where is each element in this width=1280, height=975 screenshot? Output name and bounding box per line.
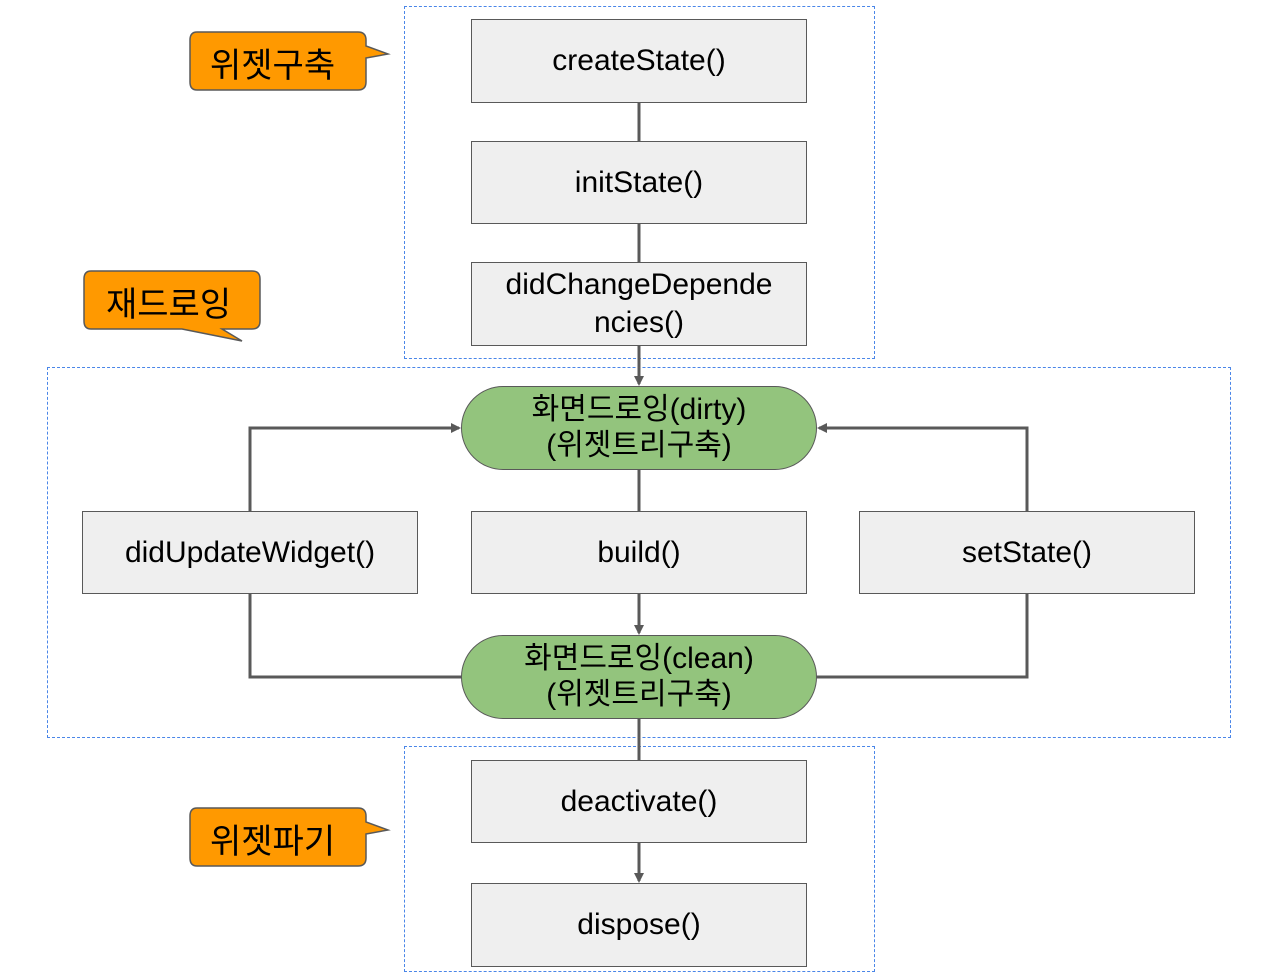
node-create-state: createState() (471, 19, 807, 103)
node-set-state-label: setState() (961, 535, 1093, 569)
callout-shape (189, 31, 391, 91)
node-build: build() (471, 511, 807, 594)
node-draw-dirty-label-line1: 화면드로잉(dirty) (531, 393, 747, 426)
node-deactivate: deactivate() (471, 760, 807, 843)
node-set-state: setState() (859, 511, 1195, 594)
node-draw-dirty: 화면드로잉(dirty) (위젯트리구축) (461, 386, 817, 470)
node-draw-clean: 화면드로잉(clean) (위젯트리구축) (461, 635, 817, 719)
node-create-state-label: createState() (552, 44, 726, 77)
callout-widget-build: 위젯구축 (188, 30, 393, 94)
callout-redraw-label: 재드로잉 (106, 286, 232, 324)
callout-shape (189, 807, 391, 867)
node-build-label: build() (597, 535, 681, 569)
node-init-state: initState() (471, 141, 807, 224)
node-init-state-label: initState() (574, 165, 704, 199)
node-draw-clean-label-line1: 화면드로잉(clean) (524, 642, 754, 675)
node-did-update-widget: didUpdateWidget() (82, 511, 418, 594)
node-did-update-widget-label: didUpdateWidget() (124, 535, 376, 569)
node-draw-clean-label-line2: (위젯트리구축) (546, 678, 732, 711)
callout-widget-destroy-label: 위젯파기 (210, 823, 336, 861)
callout-widget-destroy: 위젯파기 (188, 806, 393, 870)
node-did-change-dependencies: didChangeDepende ncies() (471, 262, 807, 346)
node-did-change-label-line1: didChangeDepende (505, 268, 773, 301)
node-did-change-label-line2: ncies() (593, 306, 684, 339)
node-deactivate-label: deactivate() (560, 784, 718, 818)
callout-redraw: 재드로잉 (82, 269, 267, 345)
callout-widget-build-label: 위젯구축 (210, 47, 336, 85)
node-dispose-label: dispose() (577, 908, 701, 941)
node-draw-dirty-label-line2: (위젯트리구축) (546, 429, 732, 462)
node-dispose: dispose() (471, 883, 807, 967)
callout-shape (83, 270, 261, 342)
